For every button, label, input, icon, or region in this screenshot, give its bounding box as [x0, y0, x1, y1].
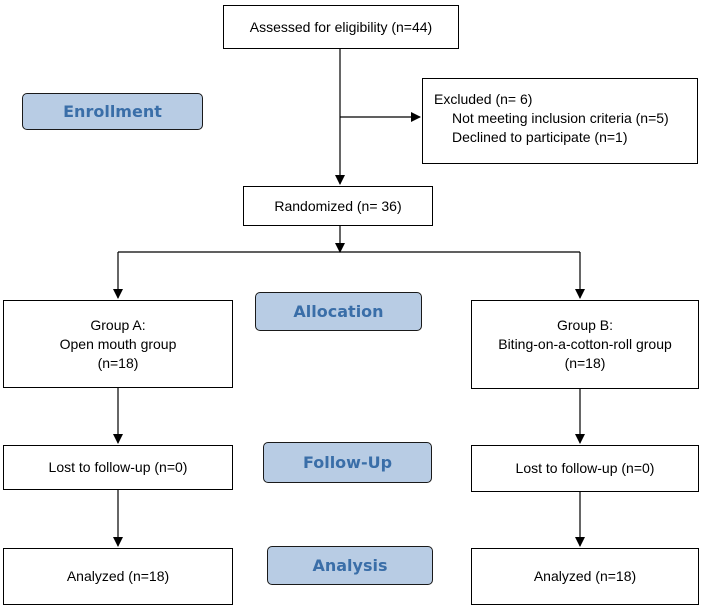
group-a-line: Group A: [90, 316, 146, 333]
stage-allocation-label: Allocation [293, 302, 384, 321]
excluded-title: Excluded (n= 6) [434, 91, 533, 107]
stage-follow-up-label: Follow-Up [302, 453, 393, 472]
analyzed-b-box: Analyzed (n=18) [471, 548, 699, 605]
excluded-item: Declined to participate (n=1) [452, 129, 628, 145]
excluded-box: Excluded (n= 6) Not meeting inclusion cr… [422, 78, 698, 164]
stage-follow-up: Follow-Up [263, 442, 432, 483]
group-a-box: Group A: Open mouth group (n=18) [3, 300, 233, 388]
group-a-line: Open mouth group [59, 335, 177, 352]
assessed-label: Assessed for eligibility (n=44) [249, 18, 433, 35]
excluded-item: Not meeting inclusion criteria (n=5) [452, 110, 669, 126]
lost-b-label: Lost to follow-up (n=0) [515, 460, 655, 476]
randomized-label: Randomized (n= 36) [274, 197, 402, 214]
group-b-box: Group B: Biting-on-a-cotton-roll group (… [471, 300, 699, 389]
stage-analysis: Analysis [267, 546, 433, 585]
analyzed-a-label: Analyzed (n=18) [66, 568, 170, 584]
group-b-line: Biting-on-a-cotton-roll group [498, 336, 672, 352]
stage-allocation: Allocation [255, 292, 422, 331]
analyzed-a-box: Analyzed (n=18) [3, 548, 233, 605]
group-a-line: (n=18) [97, 354, 139, 371]
randomized-box: Randomized (n= 36) [243, 186, 433, 226]
analyzed-b-label: Analyzed (n=18) [533, 568, 637, 584]
lost-a-box: Lost to follow-up (n=0) [3, 445, 233, 490]
group-b-line: (n=18) [564, 355, 606, 371]
stage-analysis-label: Analysis [312, 556, 388, 575]
lost-b-box: Lost to follow-up (n=0) [471, 445, 699, 492]
assessed-box: Assessed for eligibility (n=44) [223, 5, 459, 49]
lost-a-label: Lost to follow-up (n=0) [48, 459, 188, 475]
stage-enrollment-label: Enrollment [63, 102, 162, 121]
stage-enrollment: Enrollment [22, 93, 203, 130]
group-b-line: Group B: [556, 317, 614, 333]
